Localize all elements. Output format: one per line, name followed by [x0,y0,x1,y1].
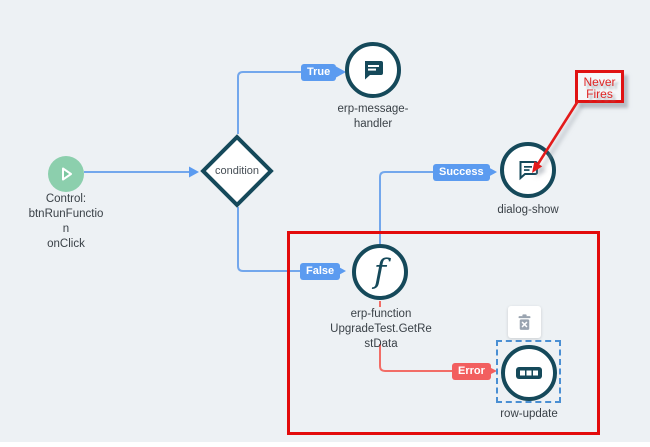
edge-badge-false[interactable]: False [300,263,341,280]
node-control-label: Control: btnRunFunctio n onClick [28,193,104,250]
edge-badge-error[interactable]: Error [452,363,491,380]
dialog-icon [515,157,541,183]
trash-icon [516,313,533,331]
node-control-trigger[interactable] [48,156,84,192]
bottom-edge-strip [0,442,650,447]
selection-outline [496,340,561,403]
function-icon: f [373,250,387,290]
node-dialog-show[interactable] [500,142,556,198]
edge-badge-true[interactable]: True [301,64,337,81]
annotation-never-fires: Never Fires [575,70,624,103]
node-row-update-label: row-update [500,408,558,420]
node-erp-message-handler[interactable] [345,42,401,98]
node-erp-function[interactable]: f [352,244,408,300]
play-icon [56,164,76,184]
node-condition-label: condition [214,165,260,177]
edge-badge-success[interactable]: Success [433,164,490,181]
delete-node-button[interactable] [508,306,541,338]
message-icon [360,57,386,83]
node-erp-function-label: erp-function UpgradeTest.GetRe stData [330,308,432,350]
node-erp-message-handler-label: erp-message- handler [337,103,409,130]
row-grid-icon [514,364,544,382]
node-row-update[interactable] [501,345,557,401]
node-dialog-show-label: dialog-show [497,204,559,216]
